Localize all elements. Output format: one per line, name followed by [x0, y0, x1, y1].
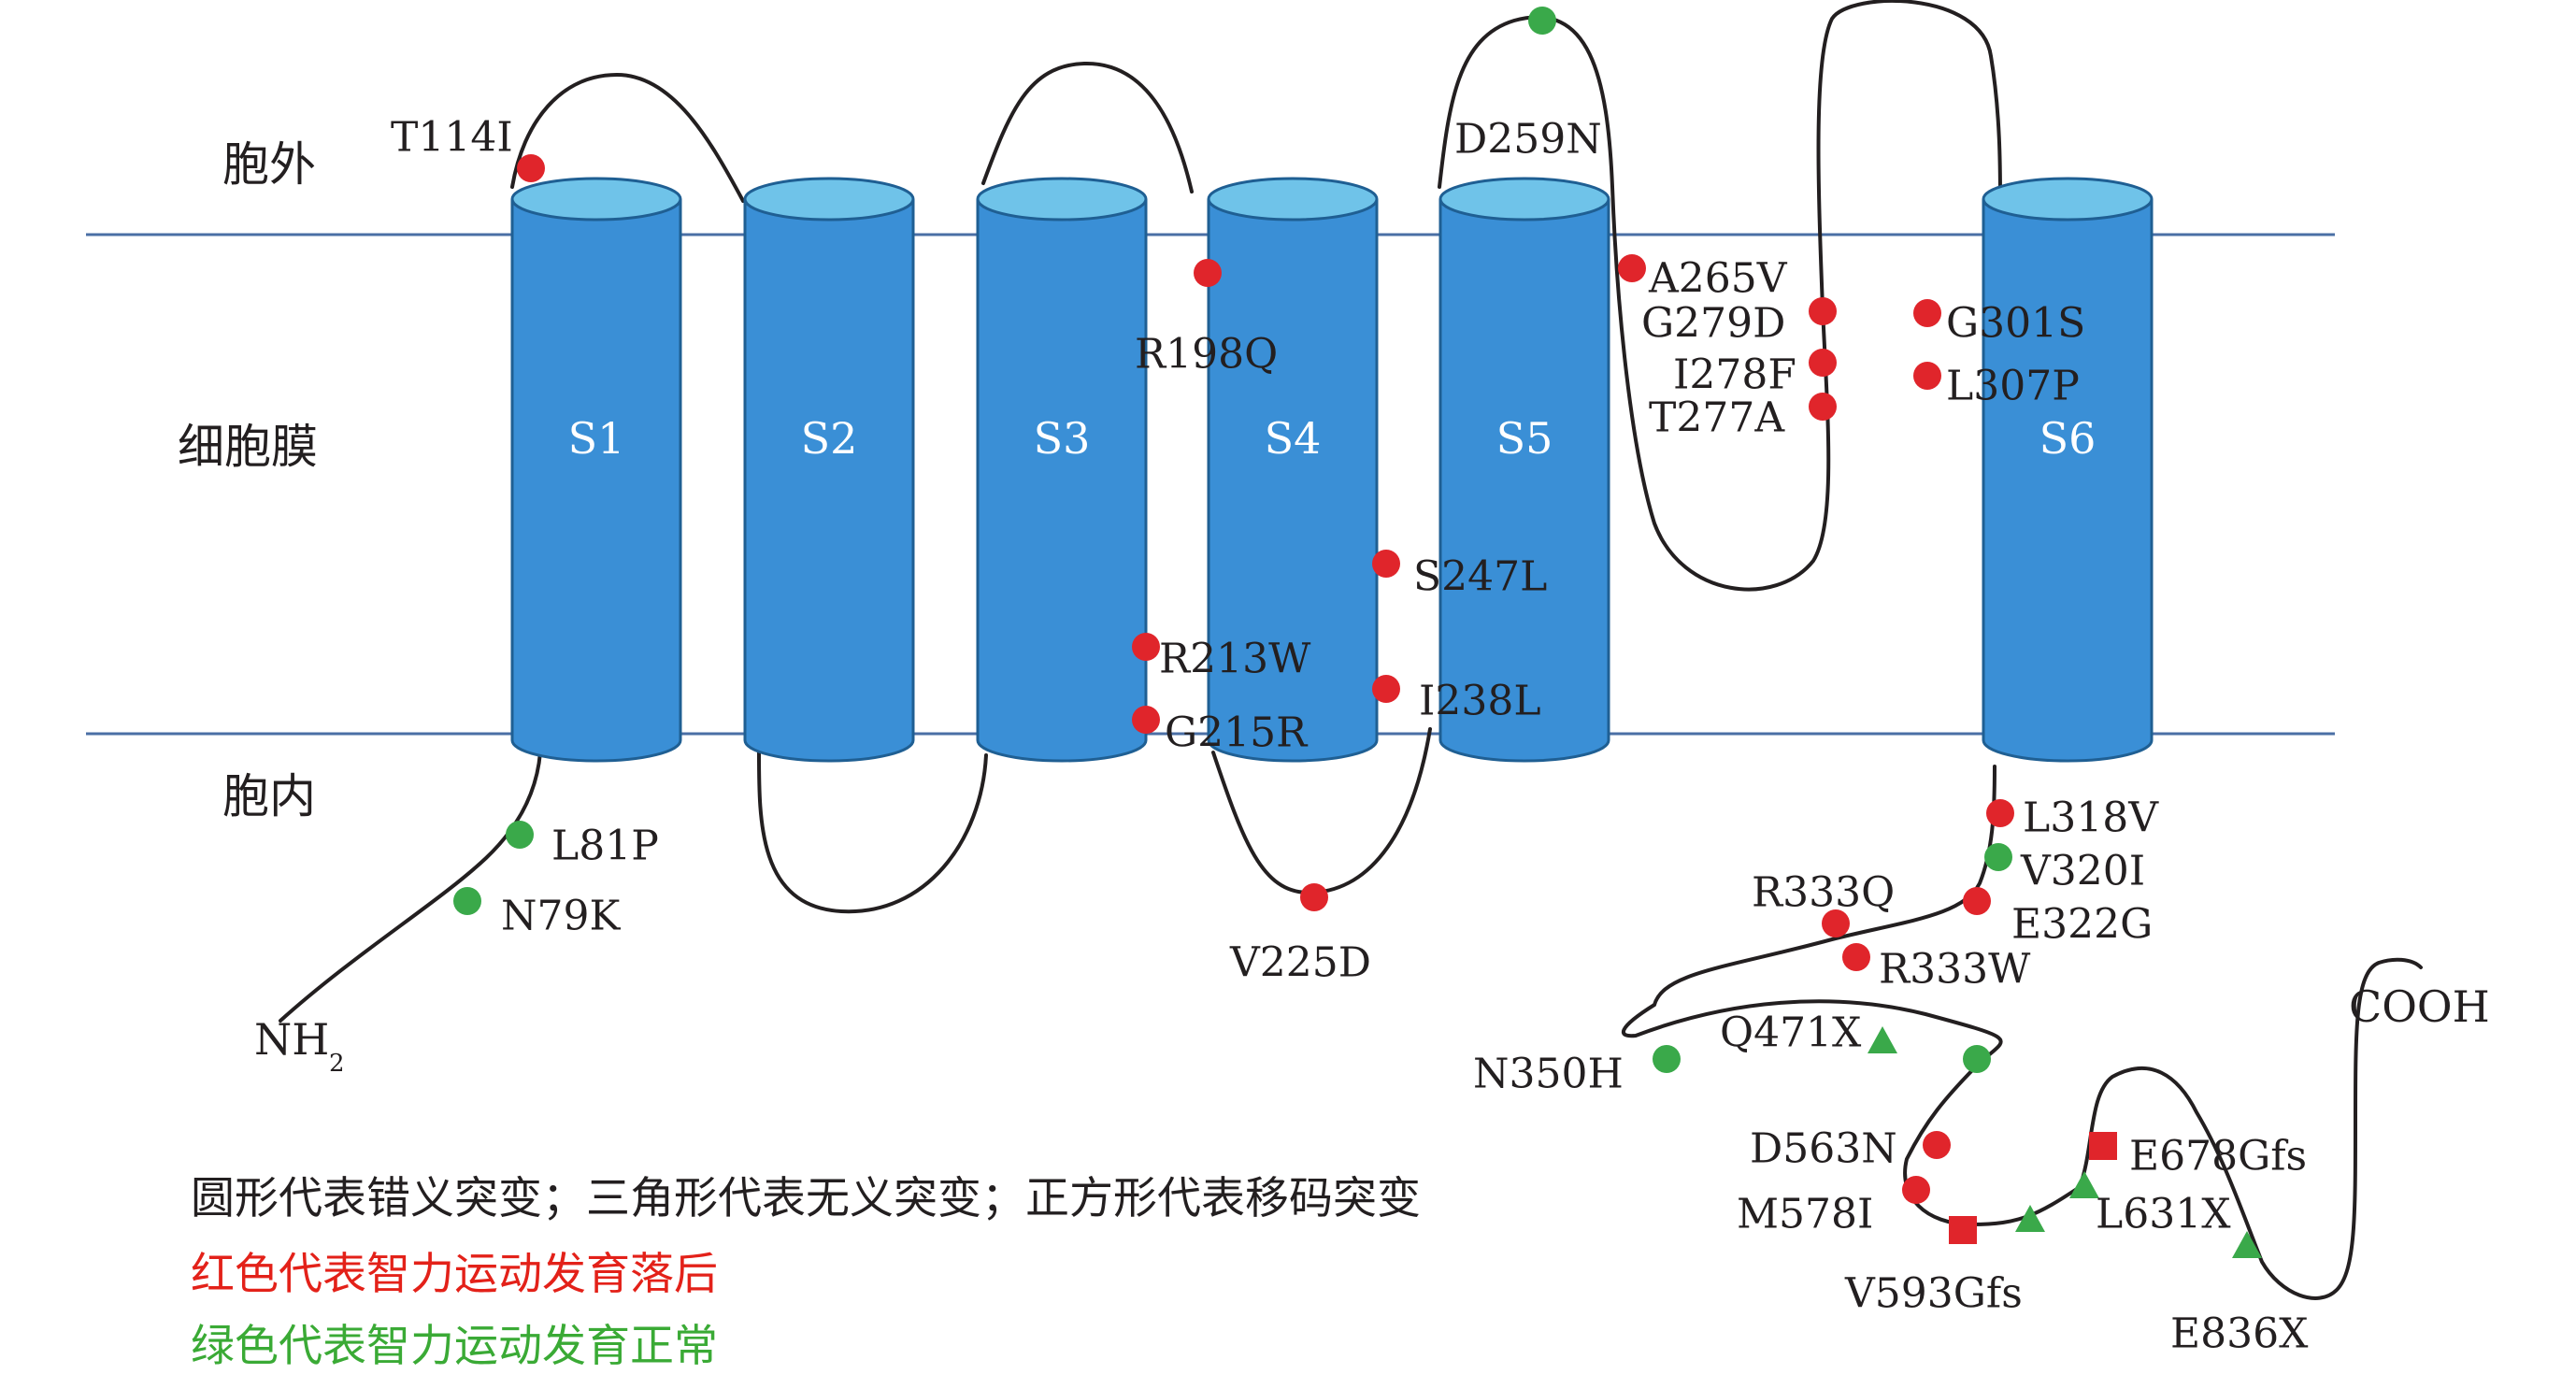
mutation-marker-v320i [1984, 843, 2012, 871]
mutation-marker-g279d [1809, 297, 1837, 325]
mutation-label-s247l: S247L [1413, 553, 1547, 601]
mutation-label-d259n: D259N [1454, 116, 1602, 164]
mutation-marker-l631x [2069, 1171, 2099, 1198]
mutation-marker-g301s [1913, 299, 1941, 327]
helix-label: S5 [1496, 413, 1553, 464]
mutation-marker-i278f [1809, 349, 1837, 377]
mutation-label-l318v: L318V [2023, 794, 2159, 842]
mutation-marker-e836x [2232, 1231, 2262, 1258]
mutation-marker-n350h [1653, 1045, 1681, 1073]
helix-label: S6 [2039, 413, 2097, 464]
helix-s5: S5 [1438, 177, 1610, 763]
legend-red-key: 红色代表智力运动发育落后 [191, 1249, 718, 1300]
mutation-marker-q471x [1868, 1026, 1897, 1053]
mutation-label-r333w: R333W [1879, 946, 2031, 994]
mutation-marker-d563n [1923, 1131, 1951, 1159]
mutation-label-e836x: E836X [2170, 1310, 2309, 1358]
mutation-label-l307p: L307P [1946, 363, 2080, 410]
helix-label: S2 [801, 413, 858, 464]
legend-shape-key: 圆形代表错义突变；三角形代表无义突变；正方形代表移码突变 [191, 1173, 1421, 1224]
intracellular-label: 胞内 [222, 769, 316, 823]
transmembrane-helices: S1 S2 S3 S4 S5 S6 [510, 177, 2154, 763]
mutation-label-i238l: I238L [1419, 678, 1541, 725]
mutation-marker-v225d [1300, 883, 1328, 911]
mutation-label-l631x: L631X [2096, 1191, 2231, 1238]
mutation-marker-m578i [1902, 1176, 1930, 1204]
mutation-marker-d259n [1528, 7, 1556, 35]
helix-s4: S4 [1207, 177, 1379, 763]
mutation-marker-e678gfs-b [1963, 1045, 1991, 1073]
helix-s6: S6 [1982, 177, 2154, 763]
mutation-label-q471x: Q471X [1720, 1009, 1862, 1057]
mutation-label-n350h: N350H [1473, 1051, 1624, 1098]
helix-s3: S3 [976, 177, 1148, 763]
mutation-marker-a265v [1618, 254, 1646, 282]
mutation-marker-v593gfs [1949, 1216, 1977, 1244]
mutation-label-v225d: V225D [1229, 939, 1371, 987]
membrane-label: 细胞膜 [178, 420, 318, 474]
mutation-markers [453, 7, 2262, 1258]
helix-label: S1 [568, 413, 625, 464]
mutation-marker-r333w [1842, 943, 1870, 971]
n-terminus-subscript: 2 [329, 1050, 345, 1078]
mutation-marker-l631x-b [2015, 1205, 2045, 1232]
mutation-label-e678gfs: E678Gfs [2129, 1133, 2307, 1181]
mutation-marker-s247l [1372, 550, 1400, 578]
polypeptide-chain [279, 0, 2423, 1300]
mutation-marker-e678gfs [2089, 1132, 2117, 1160]
helix-label: S4 [1265, 413, 1322, 464]
mutation-label-t277a: T277A [1649, 394, 1785, 442]
mutation-label-e322g: E322G [2011, 901, 2153, 949]
mutation-marker-e322g [1963, 887, 1991, 915]
mutation-label-l81p: L81P [551, 823, 659, 870]
mutation-label-g279d: G279D [1641, 300, 1785, 348]
mutation-marker-i238l [1372, 675, 1400, 703]
mutation-marker-g215r [1132, 706, 1160, 734]
mutation-label-r333q: R333Q [1752, 869, 1895, 917]
mutation-label-d563n: D563N [1750, 1125, 1897, 1173]
mutation-label-n79k: N79K [501, 893, 621, 940]
mutation-marker-l81p [506, 821, 534, 849]
c-terminus-label: COOH [2349, 981, 2490, 1032]
mutation-marker-r198q [1194, 259, 1222, 287]
mutation-marker-t114i [517, 154, 545, 182]
mutation-marker-r213w [1132, 633, 1160, 661]
mutation-marker-l318v [1986, 799, 2014, 827]
mutation-label-m578i: M578I [1737, 1191, 1873, 1238]
mutation-marker-n79k [453, 887, 481, 915]
n-terminus-label: NH [254, 1014, 329, 1065]
helix-s1: S1 [510, 177, 682, 763]
helix-s2: S2 [743, 177, 915, 763]
mutation-label-a265v: A265V [1648, 255, 1788, 303]
mutation-marker-t277a [1809, 393, 1837, 421]
helix-label: S3 [1034, 413, 1091, 464]
mutation-label-r213w: R213W [1159, 636, 1311, 683]
mutation-labels: T114I L81P N79K R198Q R213W G215R V225D S247L I2… [391, 114, 2309, 1358]
mutation-marker-r333q [1822, 909, 1850, 937]
extracellular-label: 胞外 [222, 137, 316, 192]
mutation-label-r198q: R198Q [1135, 331, 1278, 379]
legend-green-key: 绿色代表智力运动发育正常 [191, 1321, 718, 1372]
mutation-label-v593gfs: V593Gfs [1844, 1270, 2023, 1318]
mutation-marker-l307p [1913, 362, 1941, 390]
mutation-label-g301s: G301S [1946, 300, 2085, 348]
mutation-label-g215r: G215R [1165, 709, 1309, 757]
mutation-label-v320i: V320I [2020, 848, 2145, 895]
mutation-label-t114i: T114I [391, 114, 513, 162]
mutation-label-i278f: I278F [1673, 351, 1796, 399]
